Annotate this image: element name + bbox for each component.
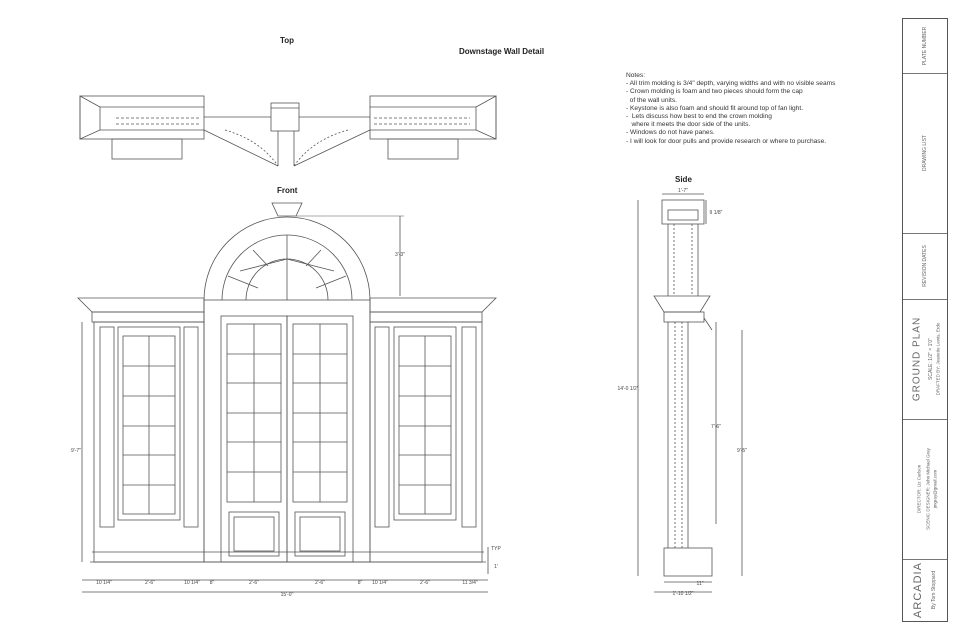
title-block: PLATE NUMBER DRAWING LIST REVISION DATES… [902, 18, 948, 622]
side-overall-depth: 1'-10 1/2" [672, 591, 693, 597]
revision-cell: REVISION DATES [903, 233, 947, 300]
plate-cell: PLATE NUMBER [903, 19, 947, 74]
author-text: By Tom Stoppard [931, 570, 937, 610]
dim-bottom-0: 10 1/4" [96, 580, 112, 586]
dim-bottom-4: 2'-6" [249, 580, 259, 586]
notes-heading: Notes: [626, 72, 646, 79]
notes-line: where it meets the door side of the unit… [626, 121, 751, 129]
scale-text: SCALE: 1/2" = 1'0" [928, 338, 934, 380]
side-tall-height: 9'-5" [737, 448, 747, 454]
dim-bottom-7: 10 1/4" [372, 580, 388, 586]
dim-overall-width: 15'-0" [281, 592, 294, 598]
show-cell: ARCADIA By Tom Stoppard [903, 559, 947, 621]
notes-line: - I will look for door pulls and provide… [626, 137, 827, 145]
show-title: ARCADIA [912, 562, 924, 618]
notes-line: - Crown molding is foam and two pieces s… [626, 88, 803, 96]
credits-cell: DIRECTOR: Liz Carlson SCENIC DESIGNER: J… [903, 419, 947, 560]
notes-line: - Keystone is also foam and should fit a… [626, 104, 804, 112]
dim-front-height: 9'-7" [71, 448, 81, 454]
front-view-title: Front [277, 186, 298, 195]
drafted-text: DRAFTED BY: Jeanette Lewis, Erdo [935, 322, 941, 396]
drawing-list-heading: DRAWING LIST [922, 135, 928, 171]
notes-block: Notes: - All trim molding is 3/4" depth,… [626, 72, 886, 146]
dim-bottom-1: 2'-6" [145, 580, 155, 586]
dim-bottom-5: 2'-6" [315, 580, 325, 586]
notes-line: - Windows do not have panes. [626, 129, 715, 137]
notes-line: - Lets discuss how best to end the crown… [626, 113, 772, 121]
notes-line: of the wall units. [626, 96, 677, 104]
side-cap-width: 1'-7" [678, 188, 688, 194]
dim-bottom-2: 10 1/4" [184, 580, 200, 586]
notes-line: - All trim molding is 3/4" depth, varyin… [626, 80, 836, 88]
side-base-width: 11" [697, 581, 704, 587]
side-mid-height: 7'-6" [711, 424, 721, 430]
designer-text: SCENIC DESIGNER: Jehn Michael Gray [925, 448, 931, 530]
detail-title: Downstage Wall Detail [459, 47, 545, 56]
plate-heading: PLATE NUMBER [922, 26, 928, 66]
revision-heading: REVISION DATES [922, 245, 928, 287]
dim-bottom-3: 8" [210, 580, 215, 586]
dim-base-typ: TYP [491, 546, 501, 552]
dim-bottom-6: 8" [358, 580, 363, 586]
drawing-list-cell: DRAWING LIST [903, 73, 947, 234]
top-view-title: Top [280, 36, 295, 45]
side-view-title: Side [675, 175, 692, 184]
contact-text: jmgray@gmail.com [932, 469, 938, 509]
side-overall-height: 14'-0 1/2" [617, 386, 638, 392]
side-cap-height: 9 1/8" [710, 210, 723, 216]
dim-bottom-8: 2'-6" [420, 580, 430, 586]
director-text: DIRECTOR: Liz Carlson [916, 464, 922, 514]
dim-arch-height: 3'-3" [395, 252, 405, 258]
sheet-title: GROUND PLAN [911, 316, 923, 402]
sheet-cell: GROUND PLAN SCALE: 1/2" = 1'0" DRAFTED B… [903, 299, 947, 420]
dim-base-sub: 1' [494, 564, 498, 570]
dim-bottom-9: 11 3/4" [462, 580, 478, 586]
